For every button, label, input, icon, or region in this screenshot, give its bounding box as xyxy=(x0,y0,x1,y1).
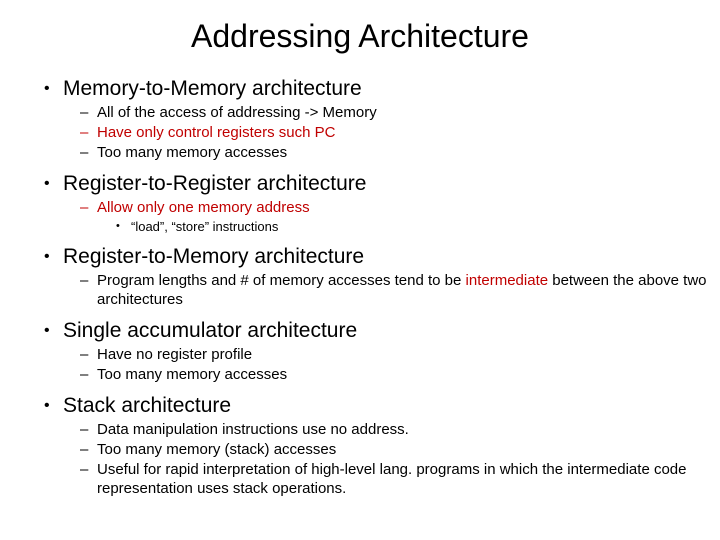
dash-marker-icon: – xyxy=(80,199,89,216)
bullet-text-before: Program lengths and # of memory accesses… xyxy=(97,272,466,289)
bullet-level1: • Memory-to-Memory architecture xyxy=(0,76,720,102)
bullet-marker-icon: • xyxy=(44,248,50,265)
bullet-level2-highlight: – Have only control registers such PC xyxy=(0,123,720,142)
bullet-level2-mixed: – Program lengths and # of memory access… xyxy=(0,271,720,309)
bullet-text: Single accumulator architecture xyxy=(63,319,358,342)
dash-marker-icon: – xyxy=(80,272,89,289)
bullet-level1: • Stack architecture xyxy=(0,393,720,419)
bullet-text: Too many memory accesses xyxy=(97,144,288,161)
dash-marker-icon: – xyxy=(80,124,89,141)
bullet-level2: – Useful for rapid interpretation of hig… xyxy=(0,460,720,498)
dash-marker-icon: – xyxy=(80,104,89,121)
bullet-text: All of the access of addressing -> Memor… xyxy=(97,104,377,121)
bullet-text: Have no register profile xyxy=(97,346,253,363)
page-title: Addressing Architecture xyxy=(191,18,529,54)
slide-body: • Memory-to-Memory architecture – All of… xyxy=(0,76,720,498)
bullet-marker-icon: • xyxy=(44,397,50,414)
dash-marker-icon: – xyxy=(80,421,89,438)
bullet-text: Data manipulation instructions use no ad… xyxy=(97,421,409,438)
bullet-text: “load”, “store” instructions xyxy=(131,219,279,234)
bullet-text: Useful for rapid interpretation of high-… xyxy=(97,461,687,497)
bullet-level1: • Register-to-Memory architecture xyxy=(0,244,720,270)
bullet-level2: – Too many memory (stack) accesses xyxy=(0,440,720,459)
bullet-text: Register-to-Register architecture xyxy=(63,172,367,195)
bullet-level2: – Have no register profile xyxy=(0,345,720,364)
bullet-level2: – Too many memory accesses xyxy=(0,143,720,162)
dash-marker-icon: – xyxy=(80,461,89,478)
bullet-level1: • Register-to-Register architecture xyxy=(0,171,720,197)
bullet-level2-highlight: – Allow only one memory address xyxy=(0,198,720,217)
bullet-level2: – Too many memory accesses xyxy=(0,365,720,384)
bullet-marker-icon: • xyxy=(44,322,50,339)
dash-marker-icon: – xyxy=(80,441,89,458)
bullet-text-highlight: intermediate xyxy=(465,272,549,289)
bullet-level2: – All of the access of addressing -> Mem… xyxy=(0,103,720,122)
dash-marker-icon: – xyxy=(80,346,89,363)
bullet-text: Register-to-Memory architecture xyxy=(63,245,365,268)
bullet-marker-icon: • xyxy=(116,220,120,232)
dash-marker-icon: – xyxy=(80,144,89,161)
bullet-level2: – Data manipulation instructions use no … xyxy=(0,420,720,439)
bullet-level1: • Single accumulator architecture xyxy=(0,318,720,344)
bullet-text: Too many memory (stack) accesses xyxy=(97,441,337,458)
bullet-text: Allow only one memory address xyxy=(97,199,310,216)
bullet-text-after: between the above two architectures xyxy=(97,272,707,308)
bullet-text: Too many memory accesses xyxy=(97,366,288,383)
bullet-marker-icon: • xyxy=(44,175,50,192)
bullet-text: Memory-to-Memory architecture xyxy=(63,77,362,100)
bullet-marker-icon: • xyxy=(44,80,50,97)
bullet-text: Stack architecture xyxy=(63,394,232,417)
bullet-text: Program lengths and # of memory accesses… xyxy=(97,271,714,309)
dash-marker-icon: – xyxy=(80,366,89,383)
bullet-text: Have only control registers such PC xyxy=(97,124,336,141)
bullet-level3: • “load”, “store” instructions xyxy=(0,218,720,235)
